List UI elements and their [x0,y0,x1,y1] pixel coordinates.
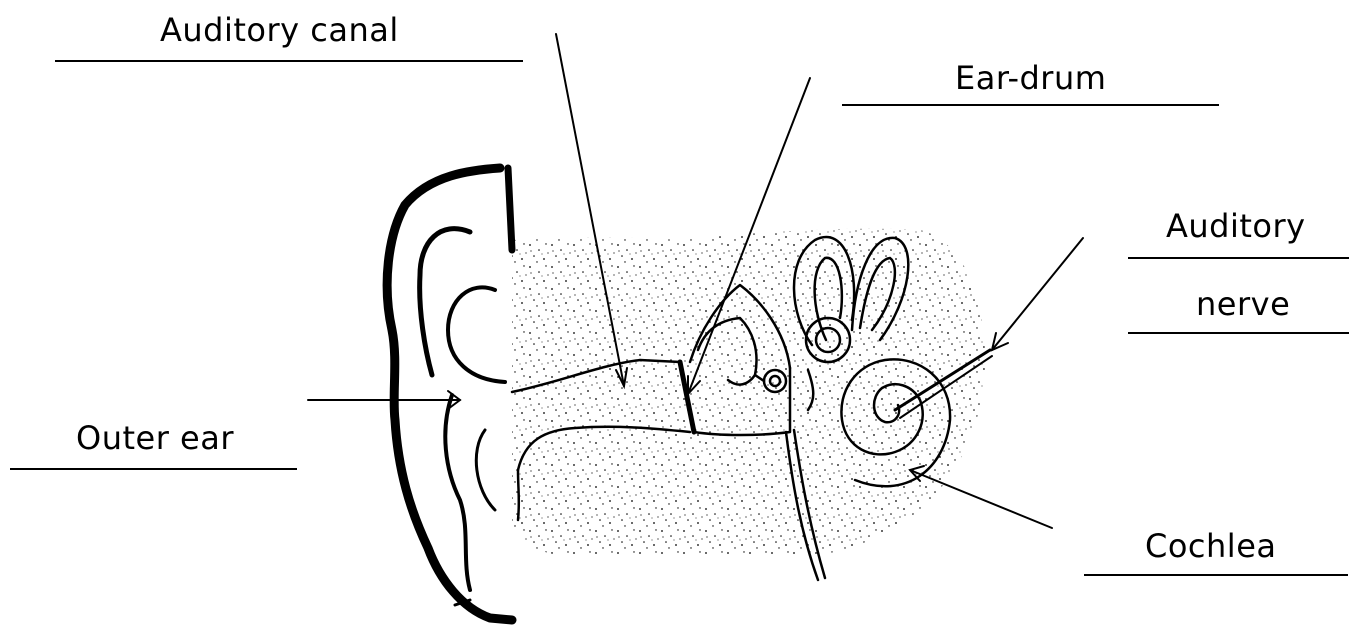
underline-ear-drum [842,104,1219,106]
label-auditory-nerve-line2: nerve [1196,288,1290,320]
cochlea-pointer [910,470,1052,528]
label-ear-drum: Ear-drum [955,62,1106,94]
label-cochlea: Cochlea [1145,530,1276,562]
underline-cochlea [1084,574,1348,576]
label-auditory-canal: Auditory canal [160,14,399,46]
label-outer-ear: Outer ear [76,422,234,454]
underline-auditory-nerve-line2 [1128,332,1349,334]
outer-ear-pinna [387,168,512,620]
underline-outer-ear [10,468,297,470]
underline-auditory-canal [55,60,523,62]
underline-auditory-nerve-line1 [1128,257,1349,259]
auditory-nerve-pointer [992,238,1083,350]
label-auditory-nerve-line1: Auditory [1166,210,1306,242]
